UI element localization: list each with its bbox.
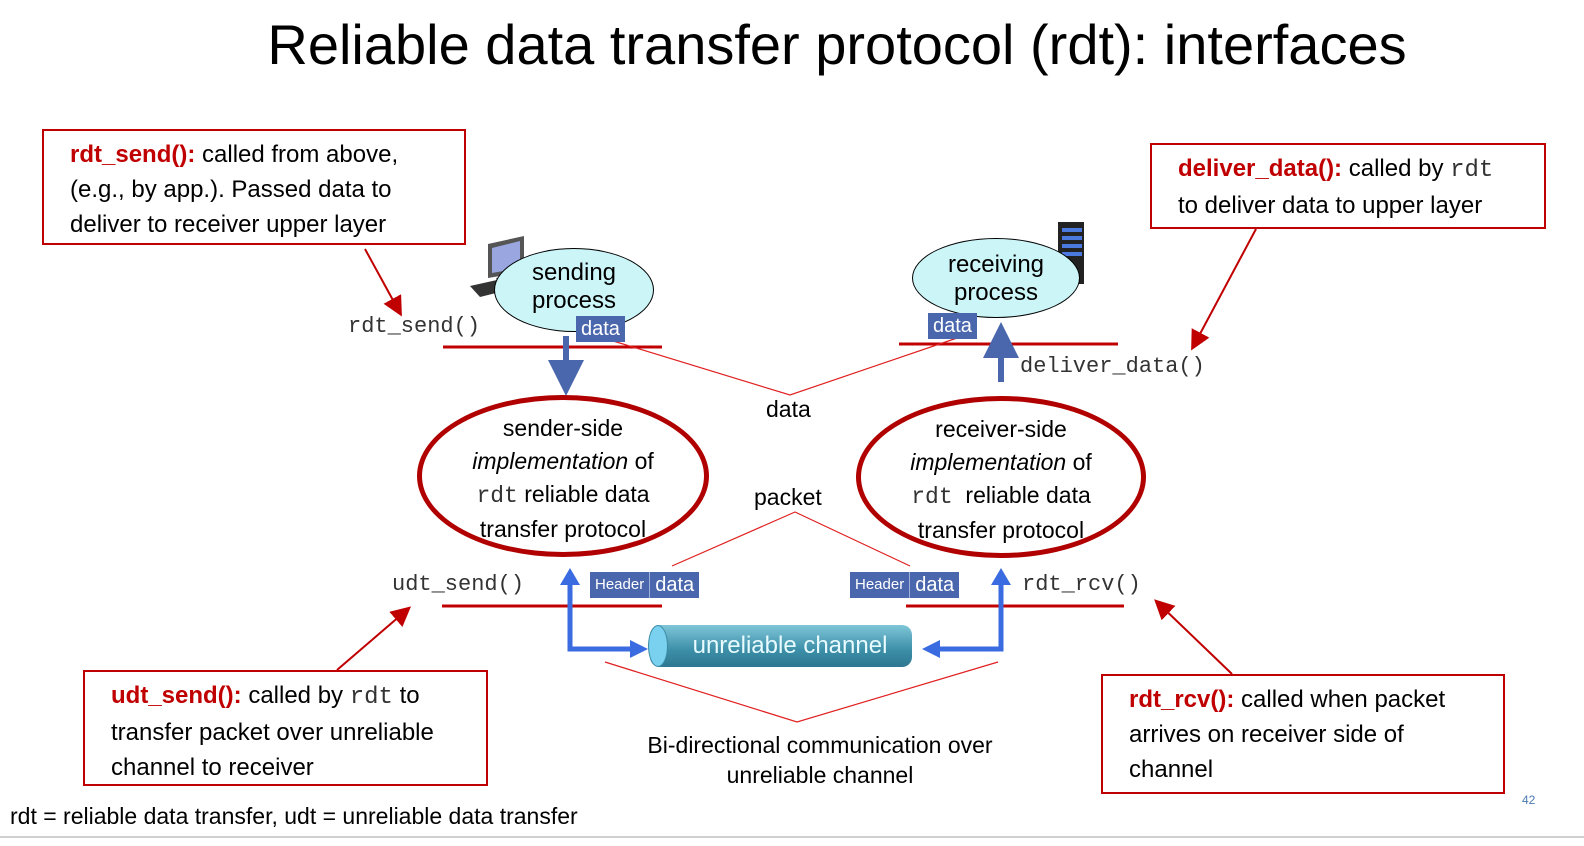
impl-line: receiver-side [935, 416, 1067, 442]
bidirectional-line-2: unreliable channel [726, 762, 914, 788]
callout-description: called when packet arrives on receiver s… [1129, 686, 1446, 783]
bottom-border [0, 836, 1584, 838]
receiver-side-implementation: receiver-side implementation of rdt reli… [856, 396, 1146, 558]
impl-line: transfer protocol [917, 517, 1085, 543]
impl-code: rdt [911, 484, 953, 510]
impl-of: of [628, 448, 654, 474]
rdt-rcv-label: rdt_rcv() [1022, 572, 1141, 597]
impl-rest: reliable data [952, 482, 1091, 508]
packet-data: data [910, 572, 960, 598]
callout-function-name: udt_send(): [111, 682, 242, 709]
impl-code: rdt [476, 483, 518, 509]
receiving-process: receiving process [912, 238, 1080, 318]
packet-label: packet [754, 484, 822, 510]
deliver-data-label: deliver_data() [1020, 354, 1205, 379]
rdt-send-label: rdt_send() [348, 314, 481, 339]
callout-description: called by [241, 682, 350, 709]
impl-line: rdt reliable data [422, 478, 704, 513]
sender-data-tag: data [576, 316, 625, 342]
footer-note: rdt = reliable data transfer, udt = unre… [10, 803, 578, 829]
process-label: process [953, 279, 1039, 306]
impl-line: transfer protocol [479, 516, 647, 542]
callout-description: called from above, (e.g., by app.). Pass… [70, 141, 399, 238]
impl-rest: reliable data [517, 481, 650, 507]
process-label: receiving [947, 251, 1045, 278]
receiver-packet: Header data [850, 572, 960, 598]
impl-of: of [1066, 449, 1092, 475]
callout-function-name: rdt_rcv(): [1129, 686, 1235, 713]
impl-line: rdt reliable data [861, 479, 1141, 514]
sending-process: sending process [494, 248, 654, 332]
slide-title: Reliable data transfer protocol (rdt): i… [267, 13, 1407, 76]
impl-line: implementation of [422, 445, 704, 478]
deliver-data-callout: deliver_data(): called by rdt to deliver… [1150, 143, 1546, 229]
sender-packet: Header data [590, 572, 700, 598]
process-label: process [531, 287, 617, 314]
callout-function-name: rdt_send(): [70, 141, 196, 168]
bidirectional-label: Bi-directional communication over unreli… [600, 730, 1040, 790]
callout-function-name: deliver_data(): [1178, 155, 1343, 182]
page-number: 42 [1522, 793, 1536, 807]
callout-description: called by [1342, 155, 1451, 182]
packet-data: data [650, 572, 700, 598]
receiver-channel-arrow [932, 580, 1004, 652]
rdt-rcv-pointer [1154, 599, 1233, 675]
udt-send-pointer [336, 606, 412, 671]
callout-code: rdt [1450, 157, 1494, 184]
rdt-send-pointer [364, 248, 402, 317]
sender-side-implementation: sender-side implementation of rdt reliab… [417, 395, 709, 557]
rdt-send-callout: rdt_send(): called from above, (e.g., by… [42, 129, 466, 245]
sender-channel-arrow [567, 580, 640, 652]
process-label: sending [531, 259, 617, 286]
packet-label-lines [671, 511, 911, 567]
bidirectional-label-lines [604, 661, 999, 723]
callout-description-cont: to deliver data to upper layer [1178, 192, 1483, 219]
packet-header: Header [590, 572, 651, 598]
impl-line: sender-side [502, 415, 624, 441]
callout-description-cont: to transfer packet over unreliable chann… [111, 682, 434, 781]
deliver-data-pointer [1191, 228, 1257, 351]
receiver-data-tag: data [928, 313, 977, 339]
packet-header: Header [850, 572, 911, 598]
data-label-lines [609, 336, 961, 396]
udt-send-callout: udt_send(): called by rdt to transfer pa… [83, 670, 488, 786]
rdt-rcv-callout: rdt_rcv(): called when packet arrives on… [1101, 674, 1505, 794]
impl-italic: implementation [910, 449, 1067, 475]
data-label: data [766, 396, 811, 422]
channel-cap [648, 625, 668, 667]
udt-send-label: udt_send() [392, 572, 525, 597]
unreliable-channel: unreliable channel [650, 625, 912, 667]
impl-line: implementation of [861, 446, 1141, 479]
impl-italic: implementation [472, 448, 629, 474]
bidirectional-line-1: Bi-directional communication over [647, 732, 993, 758]
callout-code: rdt [349, 684, 393, 711]
